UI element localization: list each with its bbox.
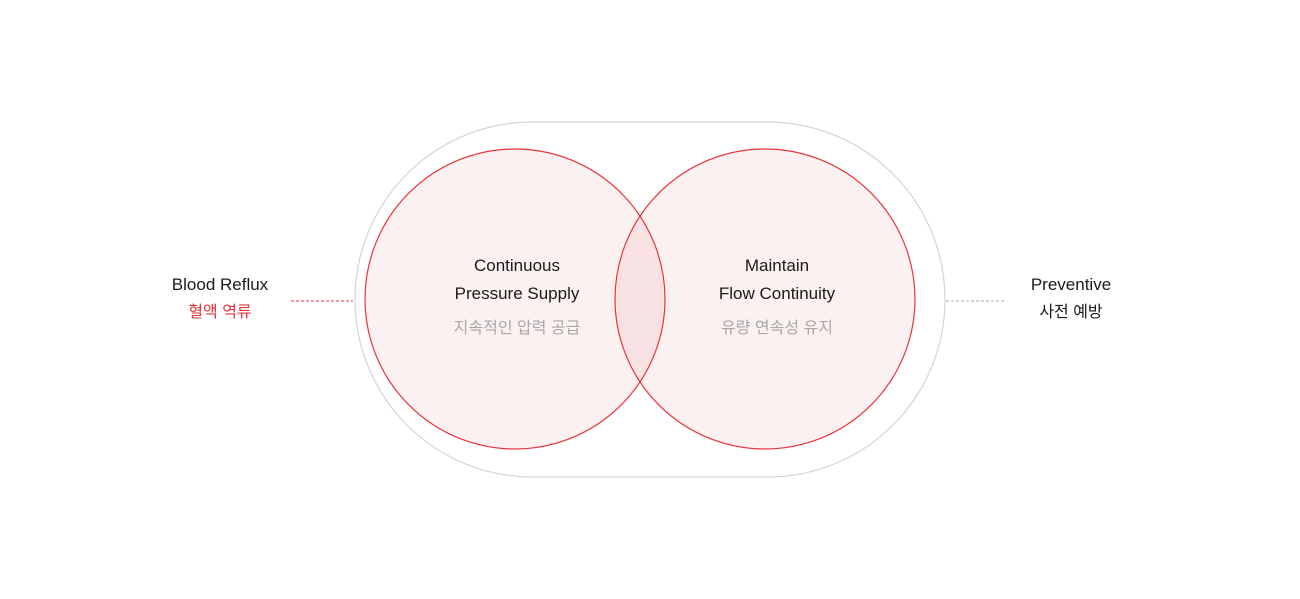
left-circle-outline <box>364 148 666 450</box>
right-label-ko: 사전 예방 <box>1039 304 1103 321</box>
left-label-en: Blood Reflux <box>171 275 269 294</box>
right-circle-line2: Flow Continuity <box>718 284 836 303</box>
left-circle-line1: Continuous <box>473 256 560 275</box>
right-circle-line1: Maintain <box>744 256 810 275</box>
right-label: Preventive 사전 예방 <box>1001 271 1141 327</box>
left-label-ko: 혈액 역류 <box>188 304 252 321</box>
outer-capsule-outline <box>354 121 946 478</box>
right-circle <box>615 149 915 449</box>
right-circle-text: Maintain Flow Continuity 유량 연속성 유지 <box>677 252 877 343</box>
left-circle-ko: 지속적인 압력 공급 <box>453 320 581 337</box>
left-circle-text: Continuous Pressure Supply 지속적인 압력 공급 <box>417 252 617 343</box>
left-circle-line2: Pressure Supply <box>454 284 580 303</box>
left-label: Blood Reflux 혈액 역류 <box>150 271 290 327</box>
right-circle-outline <box>614 148 916 450</box>
left-circle <box>365 149 665 449</box>
right-circle-ko: 유량 연속성 유지 <box>721 320 833 337</box>
right-label-en: Preventive <box>1030 275 1112 294</box>
